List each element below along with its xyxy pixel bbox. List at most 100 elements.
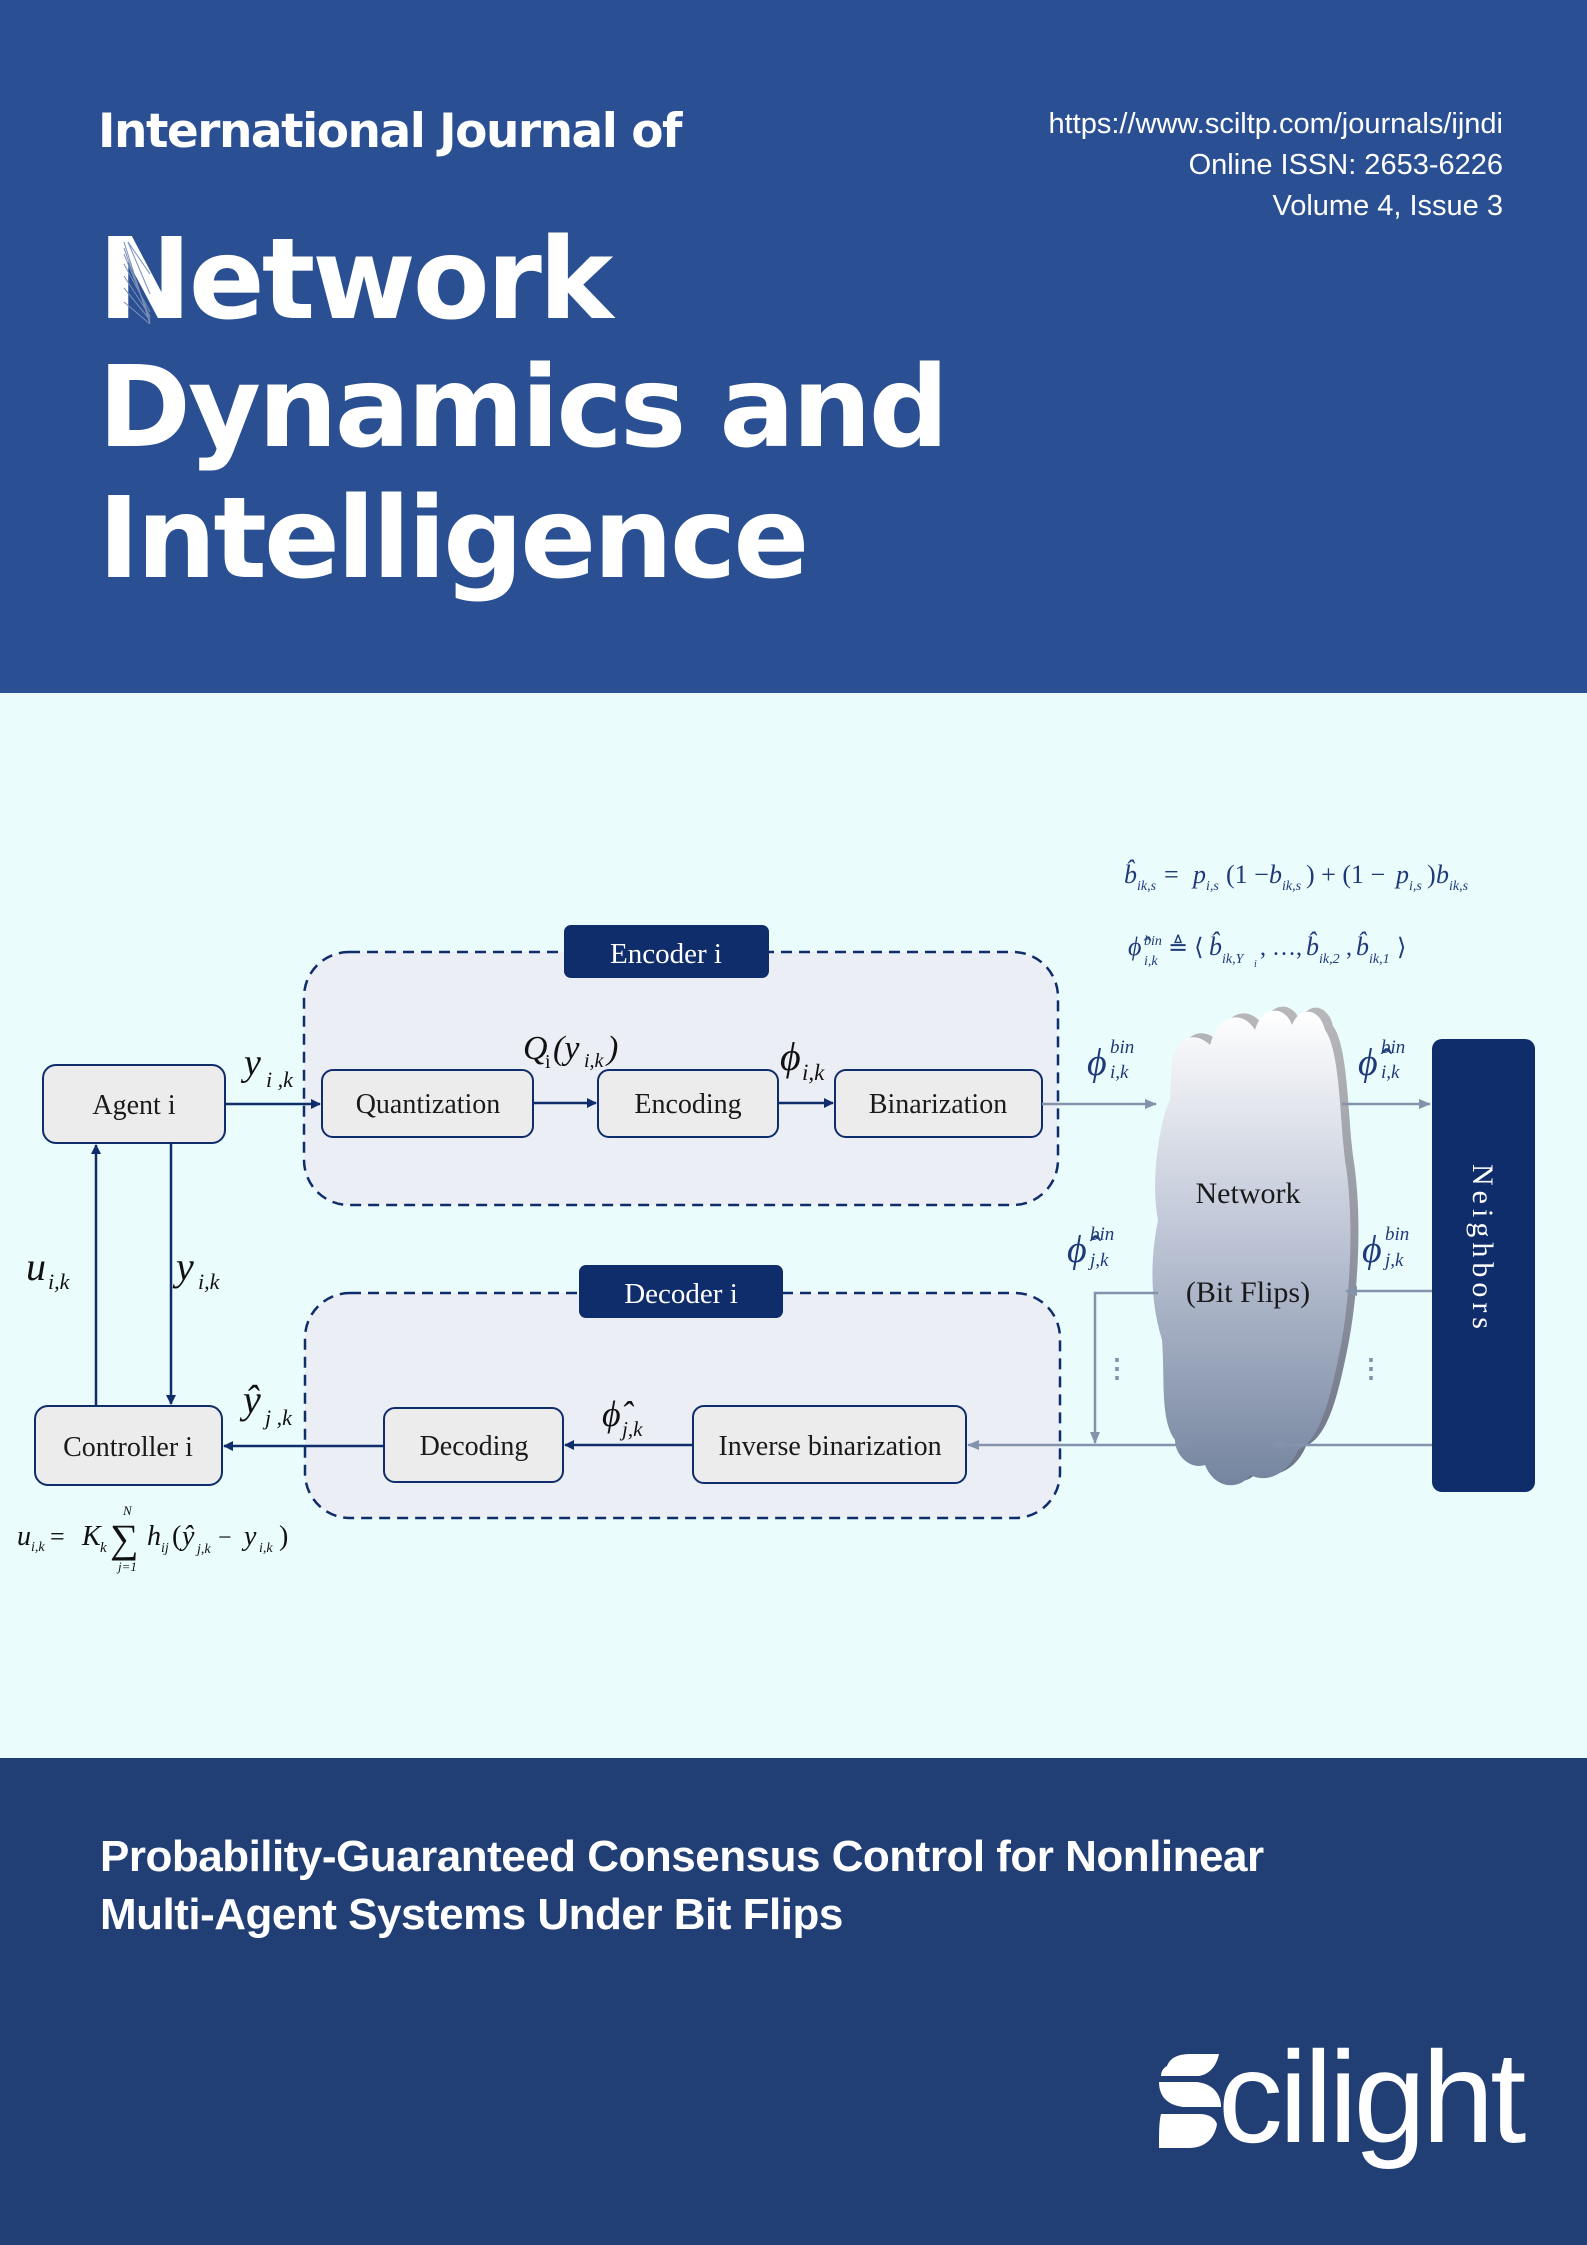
svg-text:b: b	[1436, 860, 1449, 889]
svg-text:i,k: i,k	[198, 1269, 221, 1294]
encoder-decoder-diagram: Encoder i Decoder i Agent i Controller i…	[17, 860, 1535, 1574]
journal-title-line-3: Intelligence	[98, 474, 809, 604]
svg-text:Q: Q	[523, 1030, 548, 1067]
svg-text:ik,s: ik,s	[1137, 879, 1157, 894]
journal-url[interactable]: https://www.sciltp.com/journals/ijndi	[1048, 108, 1504, 140]
bit-flips-label: (Bit Flips)	[1186, 1276, 1310, 1309]
scilight-wordmark: cilight	[1218, 2024, 1526, 2170]
svg-text:i,k: i,k	[259, 1541, 273, 1556]
label-phihat-bin-to-neighbors: ϕ̂ bin i,k	[1358, 1037, 1405, 1084]
svg-text:b̂: b̂	[1209, 932, 1222, 961]
svg-text:): )	[1427, 860, 1436, 889]
agent-label: Agent i	[92, 1090, 175, 1121]
svg-text:bin: bin	[1385, 1224, 1409, 1245]
svg-text:i,k: i,k	[1144, 954, 1158, 969]
article-title-line-2: Multi-Agent Systems Under Bit Flips	[100, 1890, 843, 1939]
decoder-label: Decoder i	[624, 1278, 738, 1310]
journal-prefix: International Journal of	[98, 104, 682, 159]
svg-text:ŷ: ŷ	[179, 1521, 195, 1552]
equation-bit-flip: b̂ ik,s = p i,s (1 − b ik,s ) + (1 − p i…	[1124, 860, 1469, 894]
equation-control-law: u i,k = K k ∑ N j=1 h ij ( ŷ j,k − y i,k…	[17, 1503, 288, 1574]
svg-text:i,k: i,k	[1381, 1062, 1400, 1083]
svg-text:i: i	[1254, 959, 1257, 970]
svg-text:(: (	[172, 1521, 181, 1552]
network-cloud	[1152, 1006, 1359, 1486]
svg-text:=: =	[1164, 860, 1179, 889]
label-phihat-bin-in: ϕ̂ bin j,k	[1067, 1224, 1114, 1271]
ellipsis-right: ⋮	[1358, 1354, 1384, 1383]
network-lines-icon	[123, 241, 151, 325]
svg-text:y: y	[172, 1244, 194, 1289]
svg-text:): )	[605, 1030, 618, 1067]
svg-text:≜ ⟨: ≜ ⟨	[1168, 934, 1203, 961]
network-label: Network	[1196, 1177, 1301, 1210]
controller-label: Controller i	[63, 1432, 193, 1463]
label-phi-ik: ϕ i,k	[780, 1034, 825, 1085]
svg-text:, …,: , …,	[1260, 935, 1302, 961]
controller-box	[34, 1405, 223, 1486]
svg-text:): )	[279, 1521, 288, 1552]
journal-title-line-2: Dynamics and	[98, 343, 949, 473]
svg-text:i,k: i,k	[584, 1050, 605, 1072]
svg-text:ij: ij	[161, 1541, 169, 1556]
svg-text:=: =	[50, 1522, 65, 1551]
svg-text:ik,2: ik,2	[1319, 952, 1340, 967]
svg-text:bin: bin	[1144, 934, 1162, 949]
footer-band	[0, 1758, 1587, 2245]
quantization-label: Quantization	[356, 1089, 501, 1120]
encoder-label-badge	[564, 925, 769, 978]
equation-phi-definition: ϕ̂ bin i,k ≜ ⟨ b̂ ik,Y i , …, b̂ ik,2 , …	[1128, 932, 1406, 970]
svg-text:i,k: i,k	[31, 1540, 45, 1555]
svg-text:i,k: i,k	[802, 1060, 825, 1085]
svg-text:p: p	[1394, 860, 1409, 889]
svg-text:p: p	[1191, 860, 1206, 889]
arrow-network-branch-down	[1090, 1291, 1158, 1444]
article-title-line-1: Probability-Guaranteed Consensus Control…	[100, 1832, 1264, 1881]
svg-text:N: N	[122, 1503, 133, 1518]
label-u-ik: u i,k	[26, 1244, 71, 1294]
svg-text:ŷ: ŷ	[239, 1377, 261, 1422]
journal-volume-issue: Volume 4, Issue 3	[1272, 190, 1503, 222]
journal-issn: Online ISSN: 2653-6226	[1188, 149, 1503, 181]
svg-text:ϕ: ϕ	[1362, 1229, 1382, 1271]
label-y-ik-down: y i,k	[172, 1244, 221, 1294]
svg-text:i,k: i,k	[48, 1269, 71, 1294]
svg-text:i,k: i,k	[1110, 1062, 1129, 1083]
svg-text:j,k: j,k	[619, 1417, 643, 1441]
svg-text:h: h	[147, 1521, 161, 1552]
svg-text:j,k: j,k	[195, 1542, 211, 1557]
label-y-ik-out: y i ,k	[240, 1042, 294, 1092]
label-phihat-jk: ϕ̂ j,k	[602, 1394, 643, 1441]
svg-text:−: −	[218, 1525, 232, 1551]
svg-text:K: K	[81, 1521, 102, 1552]
svg-text:bin: bin	[1110, 1037, 1134, 1058]
label-phi-bin-out: ϕ bin i,k	[1087, 1037, 1134, 1084]
inverse-binarization-label: Inverse binarization	[718, 1431, 941, 1462]
svg-text:ϕ: ϕ	[1087, 1042, 1107, 1084]
svg-text:bin: bin	[1090, 1224, 1114, 1245]
svg-text:,: ,	[1346, 935, 1352, 961]
ellipsis-left: ⋮	[1104, 1354, 1130, 1383]
svg-text:j ,k: j ,k	[262, 1405, 293, 1430]
svg-text:b̂: b̂	[1356, 932, 1369, 961]
svg-text:ik,s: ik,s	[1449, 879, 1469, 894]
network-n-logo-letter: N	[98, 224, 192, 336]
svg-text:b̂: b̂	[1306, 932, 1319, 961]
encoder-label: Encoder i	[610, 938, 722, 970]
scilight-s-mark-icon	[1159, 2054, 1221, 2148]
svg-text:u: u	[17, 1521, 31, 1552]
svg-text:i,s: i,s	[1206, 879, 1219, 894]
svg-text:⟩: ⟩	[1397, 935, 1406, 961]
neighbors-box	[1432, 1039, 1535, 1492]
svg-text:b̂: b̂	[1124, 860, 1137, 889]
svg-text:(1 −: (1 −	[1226, 860, 1269, 889]
svg-text:k: k	[100, 1540, 107, 1556]
svg-text:u: u	[26, 1244, 46, 1289]
svg-text:j,k: j,k	[1382, 1250, 1404, 1271]
svg-text:) + (1 −: ) + (1 −	[1306, 860, 1385, 889]
label-q-of-y: Q i (y i,k )	[523, 1030, 618, 1073]
journal-title-line-1: N etwork	[98, 224, 613, 336]
svg-text:i ,k: i ,k	[266, 1067, 294, 1092]
svg-text:ik,1: ik,1	[1369, 952, 1390, 967]
svg-text:i,s: i,s	[1409, 879, 1422, 894]
